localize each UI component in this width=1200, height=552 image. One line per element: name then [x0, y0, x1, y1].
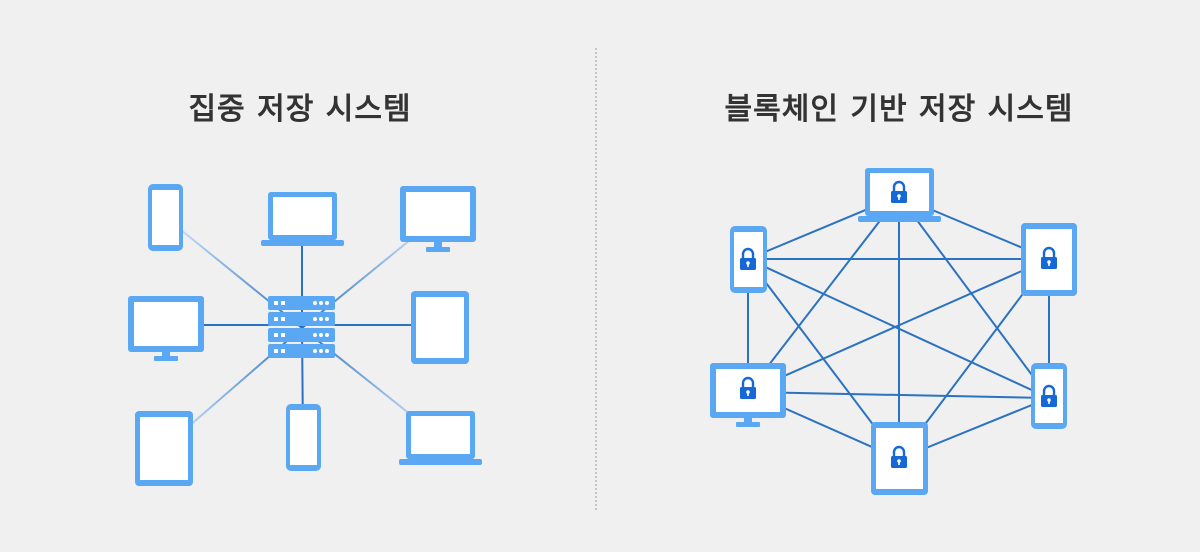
laptop-icon: [399, 411, 482, 465]
link-c-e: [747, 391, 1050, 399]
monitor-icon: [400, 186, 476, 252]
blockchain-links: [747, 195, 1050, 460]
link-c-f: [747, 258, 1050, 399]
tablet-node: [871, 422, 928, 495]
monitor-node: [710, 363, 786, 427]
tablet-icon: [411, 291, 469, 364]
phone-icon: [286, 404, 321, 471]
centralized-storage-title: 집중 저장 시스템: [188, 92, 412, 127]
tablet-node: [1021, 223, 1077, 296]
link-b-e: [747, 258, 1050, 393]
laptop-icon: [261, 192, 344, 246]
server-icon: [268, 296, 335, 358]
laptop-node: [858, 168, 941, 222]
phone-node: [1031, 363, 1067, 429]
blockchain-storage-title: 블록체인 기반 저장 시스템: [724, 92, 1074, 127]
tablet-icon: [135, 411, 193, 486]
monitor-icon: [128, 296, 204, 361]
link-a-c: [898, 195, 1050, 399]
phone-node: [730, 226, 767, 293]
section-divider: [595, 48, 597, 510]
phone-icon: [148, 184, 183, 251]
